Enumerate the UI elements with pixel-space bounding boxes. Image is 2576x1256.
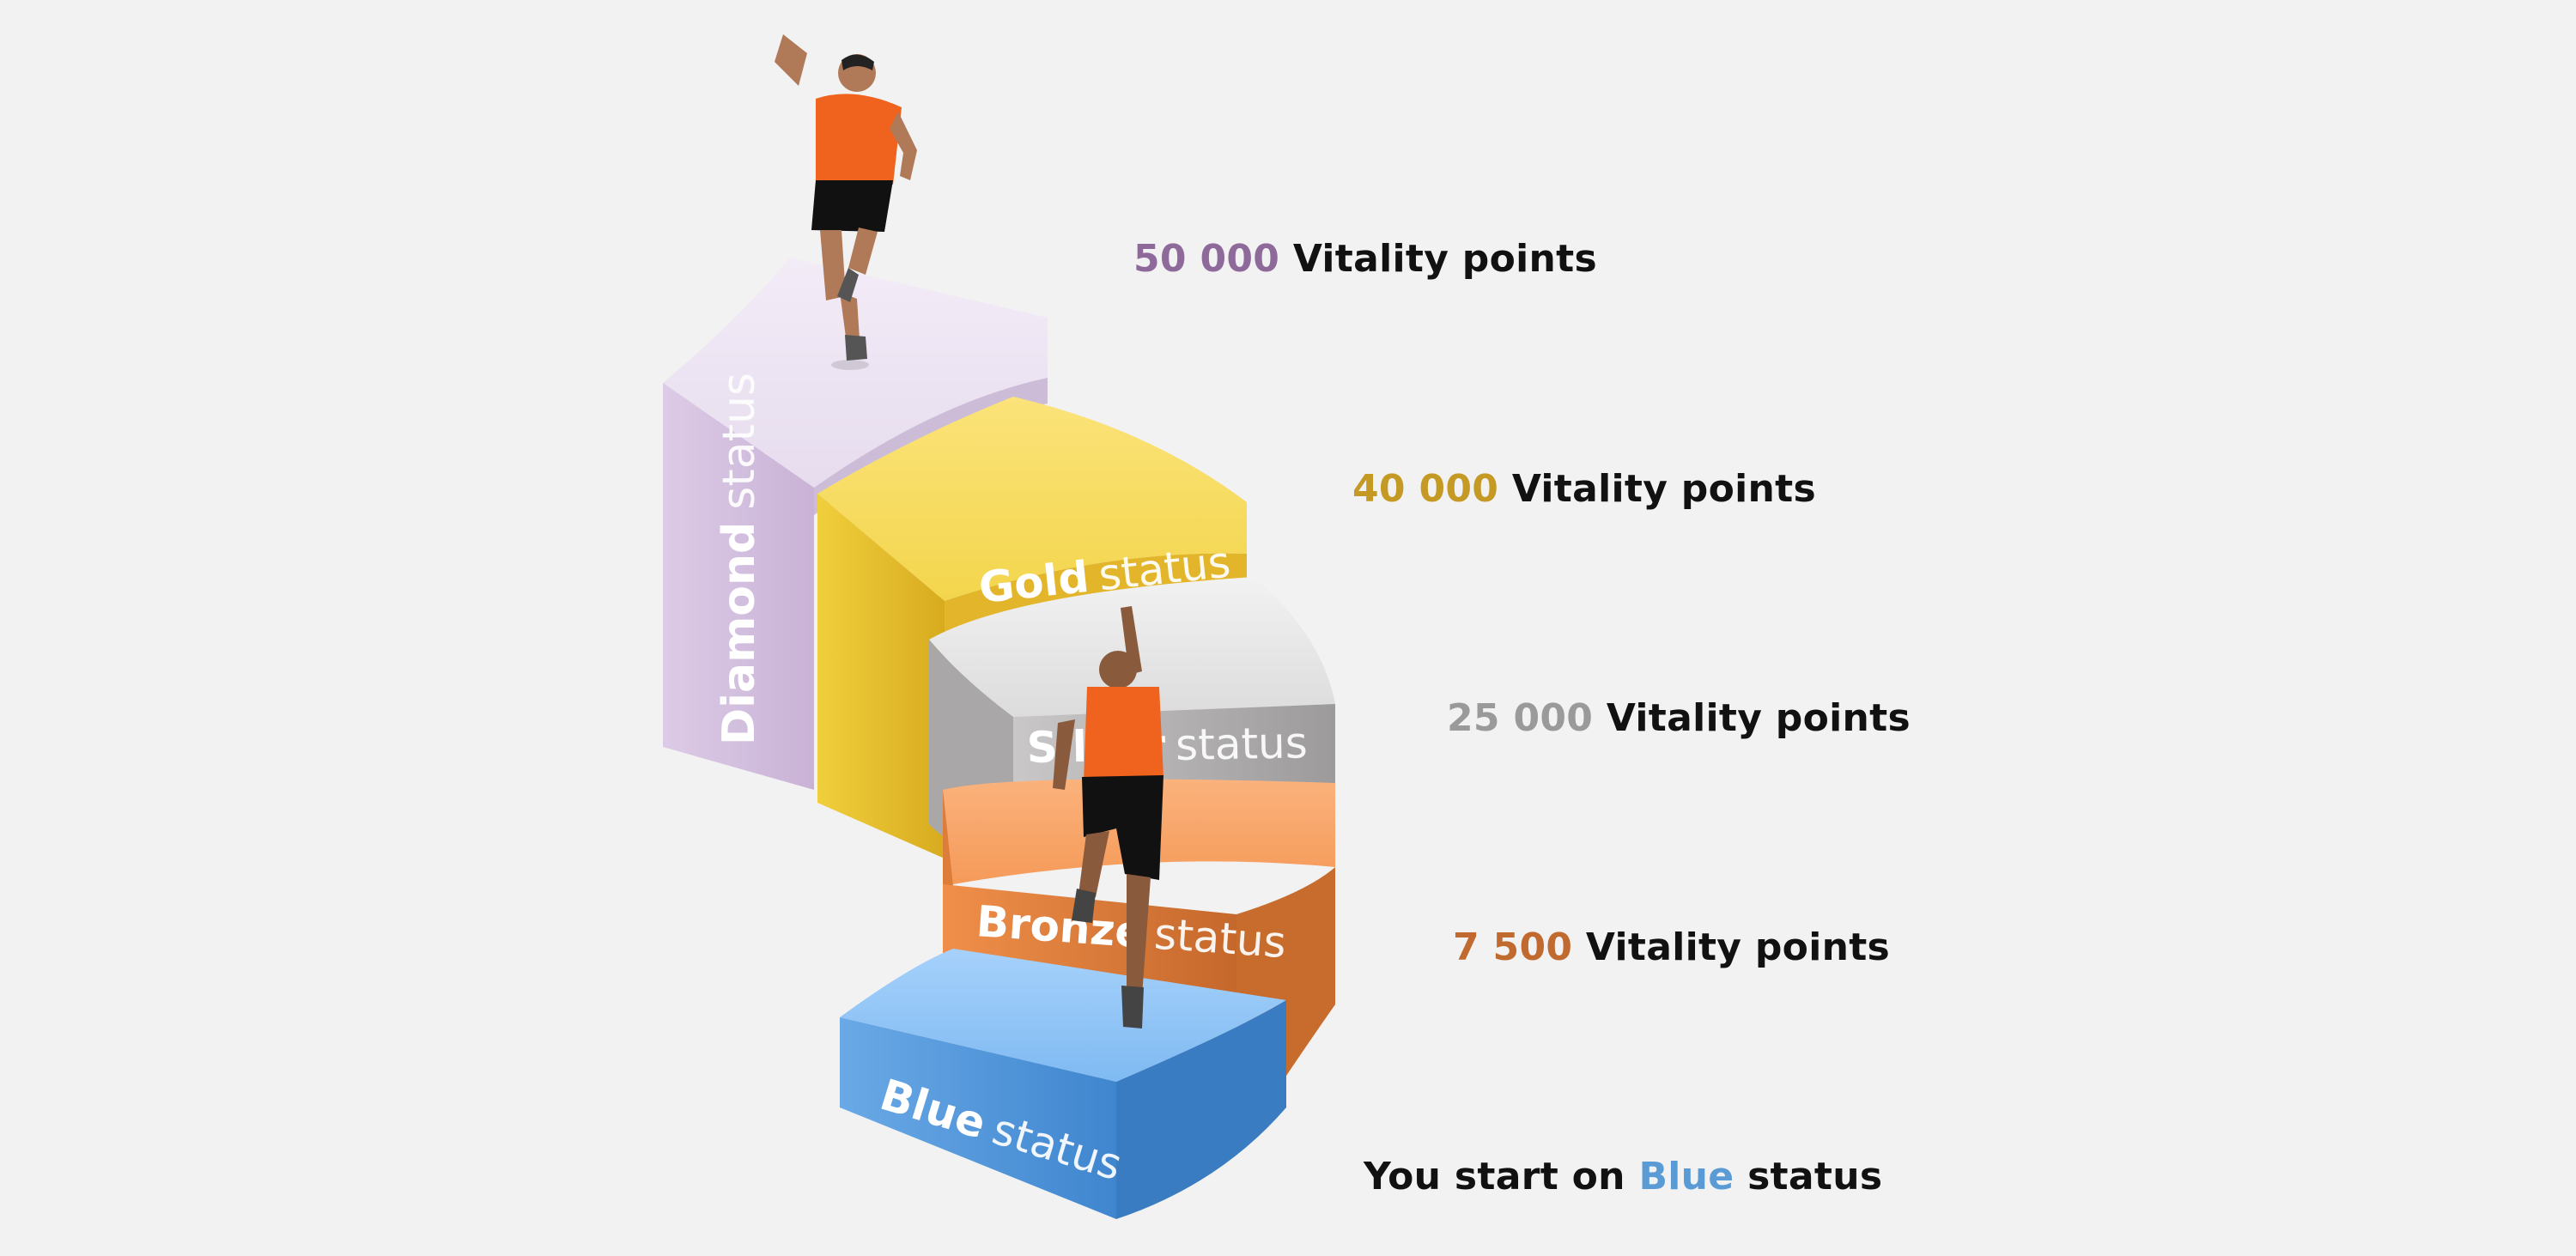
silver-threshold-label: 25 000 Vitality points xyxy=(1447,696,1911,740)
diamond-points-suffix: Vitality points xyxy=(1292,237,1597,281)
bronze-points-suffix: Vitality points xyxy=(1585,925,1891,969)
diamond-points-value: 50 000 xyxy=(1133,237,1280,281)
runner-top-illustration xyxy=(775,34,917,370)
gold-points-suffix: Vitality points xyxy=(1511,467,1816,511)
diamond-threshold-label: 50 000 Vitality points xyxy=(1133,237,1597,281)
start-highlight: Blue xyxy=(1638,1155,1735,1198)
gold-points-value: 40 000 xyxy=(1352,467,1499,511)
silver-points-value: 25 000 xyxy=(1447,696,1594,740)
gold-threshold-label: 40 000 Vitality points xyxy=(1352,467,1816,511)
diamond-step-label: Diamondstatus xyxy=(714,373,765,745)
start-status-label: You start on Blue status xyxy=(1364,1155,1882,1198)
start-prefix: You start on xyxy=(1364,1155,1625,1198)
gold-step xyxy=(817,397,1247,859)
start-suffix: status xyxy=(1747,1155,1883,1198)
runner-climbing-illustration xyxy=(1053,606,1163,1028)
bronze-points-value: 7 500 xyxy=(1453,925,1573,969)
bronze-threshold-label: 7 500 Vitality points xyxy=(1453,925,1890,969)
silver-points-suffix: Vitality points xyxy=(1606,696,1911,740)
blue-step xyxy=(840,949,1286,1219)
